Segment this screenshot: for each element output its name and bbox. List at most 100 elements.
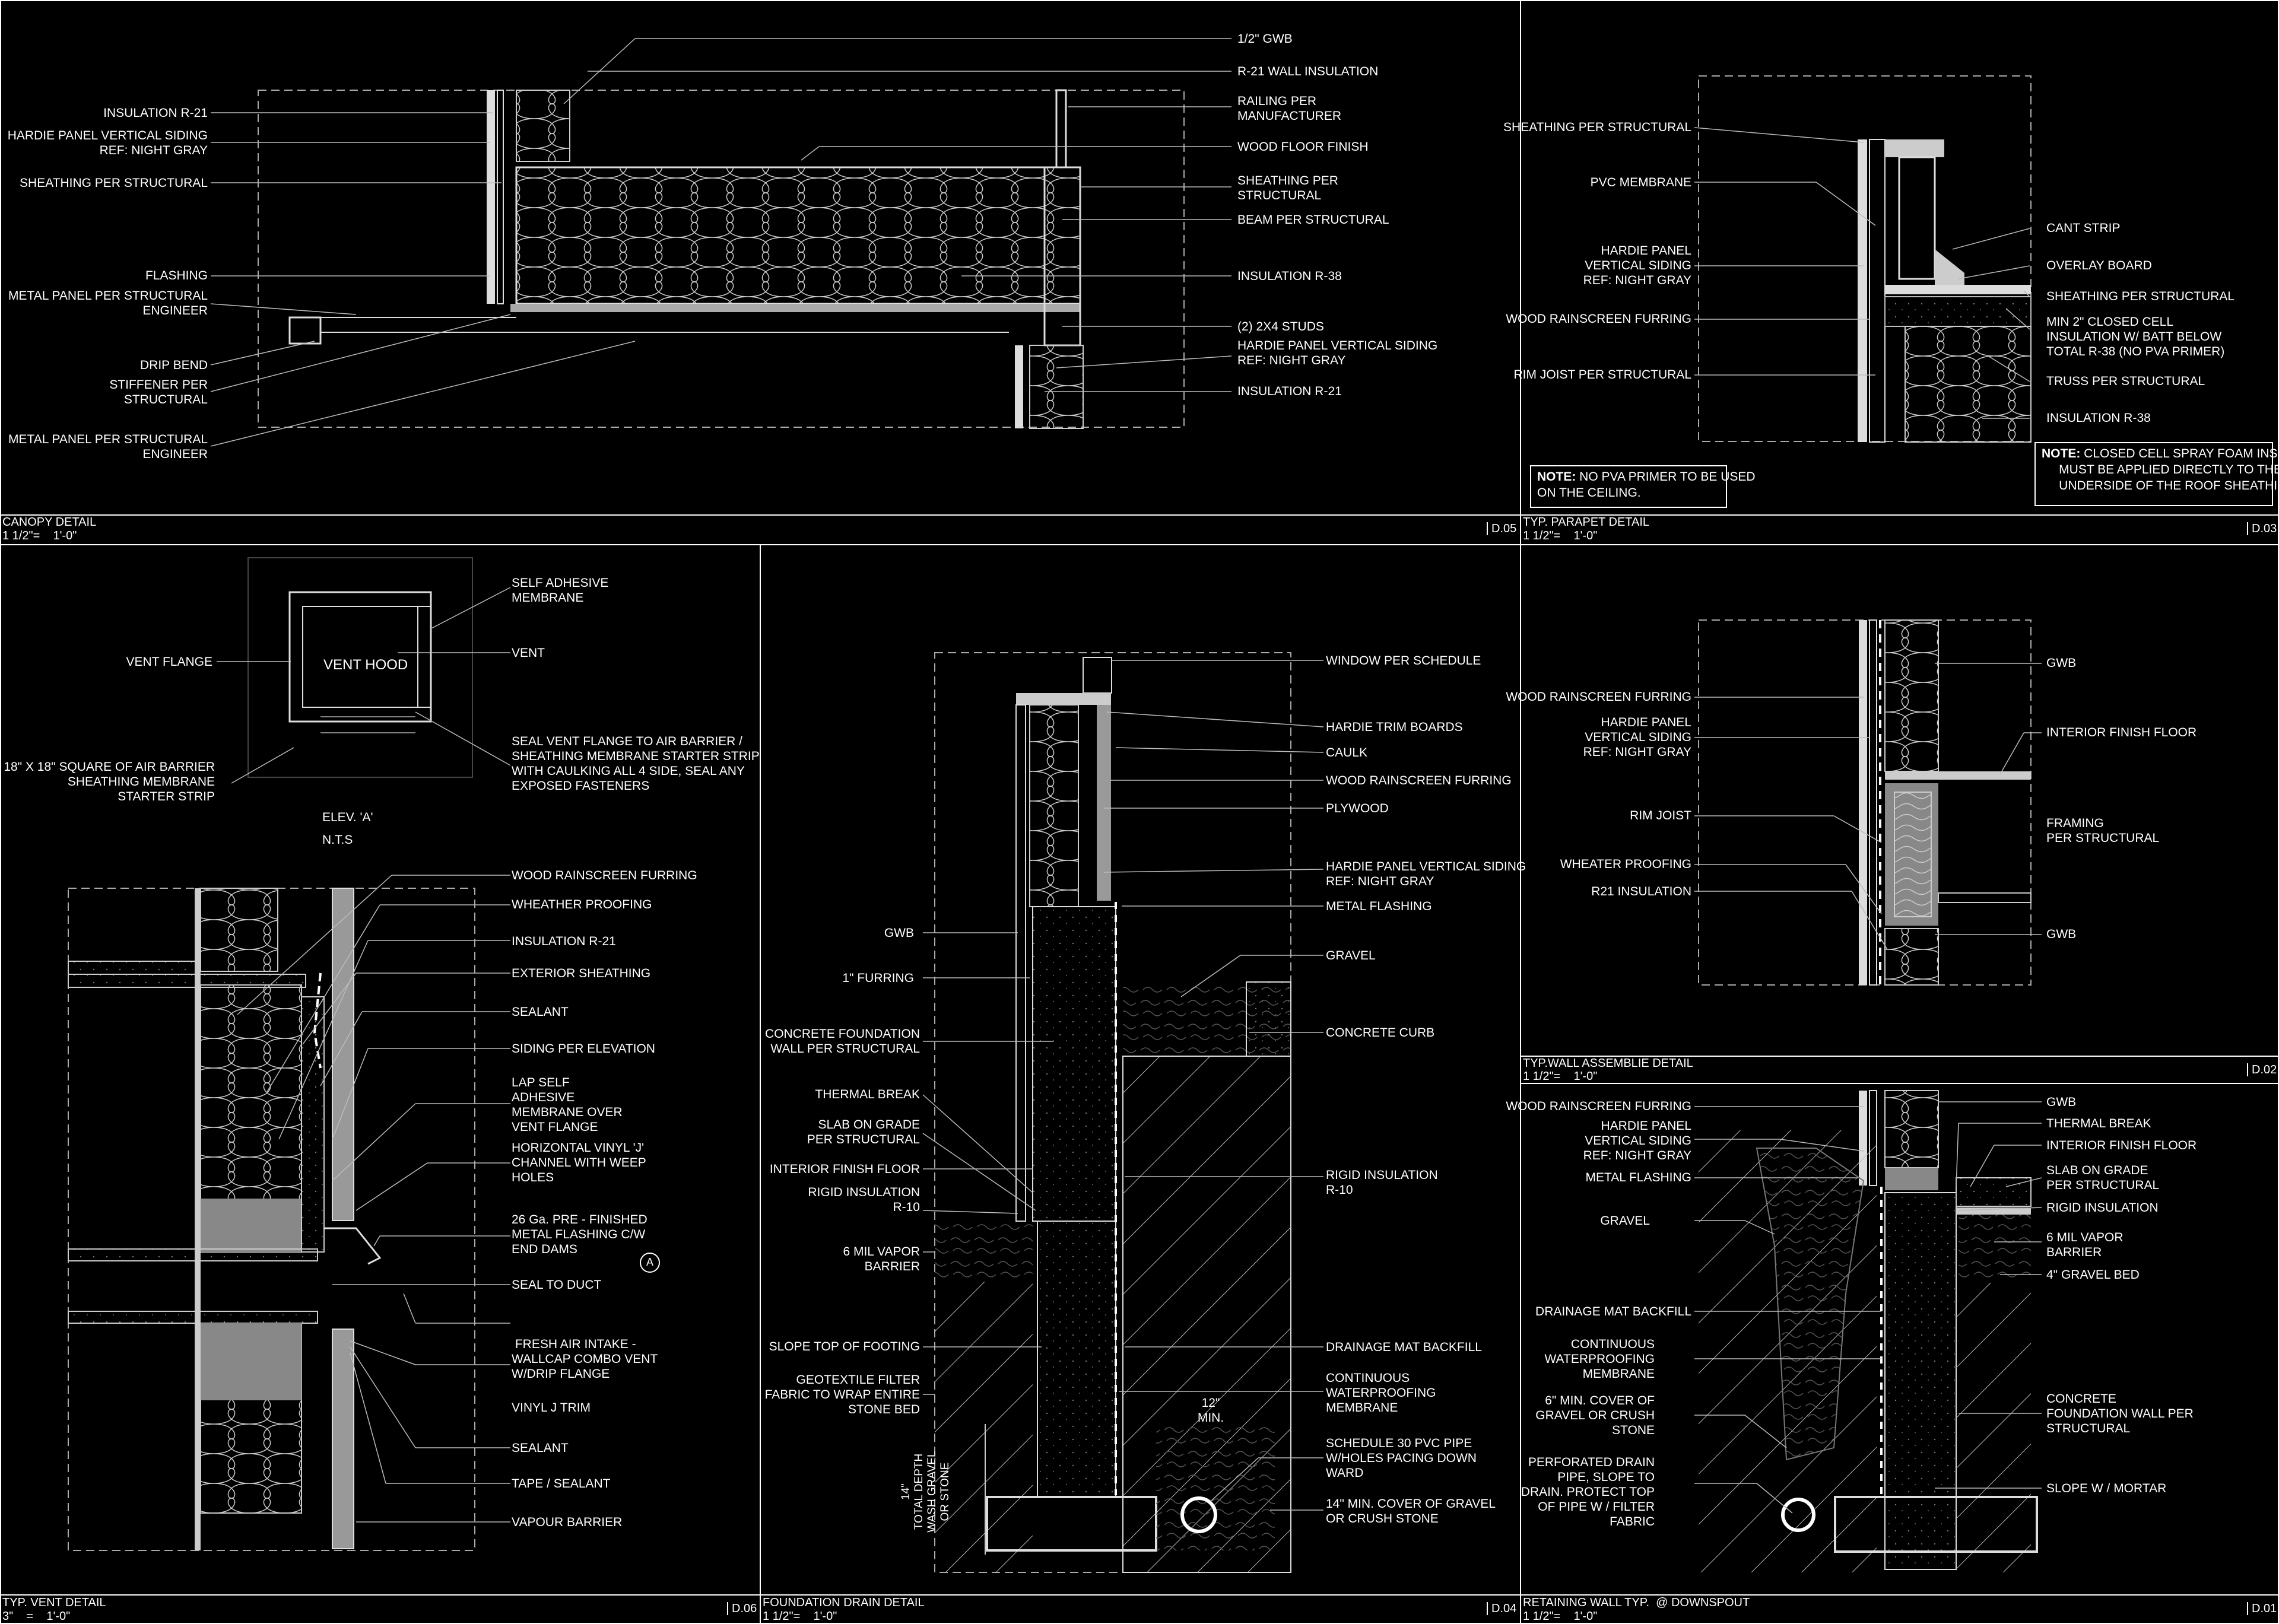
note-text: CLOSED CELL SPRAY FOAM INSULATION MUST B… bbox=[2059, 447, 2279, 492]
foundation-right-label-11: CONTINUOUS WATERPROOFING MEMBRANE bbox=[1326, 1371, 1436, 1415]
retaining-right-label-3: SLAB ON GRADE PER STRUCTURAL bbox=[2046, 1164, 2160, 1192]
vent-right-label-10: HORIZONTAL VINYL 'J' CHANNEL WITH WEEP H… bbox=[512, 1141, 646, 1184]
retaining-drawing bbox=[1699, 1090, 2038, 1572]
foundation-right-label-8: CONCRETE CURB bbox=[1326, 1026, 1435, 1040]
foundation-left-label-3: THERMAL BREAK bbox=[815, 1088, 920, 1101]
parapet-right-label-4: TRUSS PER STRUCTURAL bbox=[2046, 374, 2205, 388]
canopy-title: CANOPY DETAIL bbox=[2, 516, 97, 529]
parapet-right-label-0: CANT STRIP bbox=[2046, 221, 2121, 235]
parapet-detail-number: D.03 bbox=[2247, 522, 2277, 535]
canopy-left-label-7: METAL PANEL PER STRUCTURAL ENGINEER bbox=[8, 433, 208, 461]
foundation-detail-number: D.04 bbox=[1487, 1602, 1516, 1615]
retaining-right-label-7: CONCRETE FOUNDATION WALL PER STRUCTURAL bbox=[2046, 1392, 2194, 1435]
foundation-scale: 1 1/2"= 1'-0" bbox=[763, 1610, 837, 1623]
canopy-right-label-5: BEAM PER STRUCTURAL bbox=[1237, 213, 1389, 227]
note-label: NOTE: bbox=[1537, 470, 1576, 484]
parapet-left-label-4: RIM JOIST PER STRUCTURAL bbox=[1513, 368, 1691, 382]
vent-scale: 3" = 1'-0" bbox=[2, 1610, 71, 1623]
parapet-drawing bbox=[1698, 75, 2032, 443]
vent-right-label-5: INSULATION R-21 bbox=[512, 935, 616, 948]
wall-detail-number: D.02 bbox=[2247, 1063, 2277, 1076]
retaining-left-label-2: METAL FLASHING bbox=[1585, 1171, 1691, 1184]
vent-right-label-3: WOOD RAINSCREEN FURRING bbox=[512, 869, 697, 882]
foundation-right-label-5: HARDIE PANEL VERTICAL SIDING REF: NIGHT … bbox=[1326, 860, 1526, 888]
retaining-right-label-0: GWB bbox=[2046, 1095, 2077, 1109]
min-depth-dimension: 12" MIN. bbox=[1197, 1396, 1224, 1425]
foundation-right-label-4: PLYWOOD bbox=[1326, 802, 1389, 815]
canopy-leaders bbox=[210, 38, 1232, 447]
retaining-right-label-2: INTERIOR FINISH FLOOR bbox=[2046, 1139, 2197, 1152]
canopy-detail-number: D.05 bbox=[1487, 522, 1516, 535]
vent-section bbox=[68, 888, 660, 1551]
vent-right-label-14: VINYL J TRIM bbox=[512, 1401, 591, 1415]
foundation-leaders bbox=[922, 660, 1324, 1511]
parapet-right-label-5: INSULATION R-38 bbox=[2046, 411, 2151, 425]
foundation-left-label-6: RIGID INSULATION R-10 bbox=[808, 1186, 920, 1214]
vent-right-label-7: SEALANT bbox=[512, 1005, 569, 1019]
retaining-left-label-4: DRAINAGE MAT BACKFILL bbox=[1535, 1305, 1691, 1318]
wall-scale: 1 1/2"= 1'-0" bbox=[1523, 1070, 1598, 1083]
retaining-detail-number: D.01 bbox=[2247, 1602, 2277, 1615]
note-label: NOTE: bbox=[2042, 447, 2081, 460]
retaining-left-label-6: 6" MIN. COVER OF GRAVEL OR CRUSH STONE bbox=[1535, 1394, 1655, 1437]
foundation-right-label-1: HARDIE TRIM BOARDS bbox=[1326, 720, 1463, 734]
foundation-right-label-6: METAL FLASHING bbox=[1326, 900, 1432, 913]
wall-left-label-3: WHEATER PROOFING bbox=[1560, 857, 1691, 871]
retaining-right-label-6: 4" GRAVEL BED bbox=[2046, 1268, 2140, 1282]
foundation-right-label-10: DRAINAGE MAT BACKFILL bbox=[1326, 1340, 1482, 1354]
elevation-label: ELEV. 'A' bbox=[322, 811, 373, 824]
foundation-left-label-7: 6 MIL VAPOR BARRIER bbox=[843, 1245, 920, 1273]
wall-title: TYP.WALL ASSEMBLIE DETAIL bbox=[1523, 1057, 1693, 1070]
vent-right-label-17: VAPOUR BARRIER bbox=[512, 1515, 623, 1529]
retaining-right-label-5: 6 MIL VAPOR BARRIER bbox=[2046, 1231, 2124, 1259]
parapet-left-label-0: SHEATHING PER STRUCTURAL bbox=[1503, 120, 1691, 134]
foundation-left-label-4: SLAB ON GRADE PER STRUCTURAL bbox=[807, 1118, 920, 1146]
vent-right-label-8: SIDING PER ELEVATION bbox=[512, 1042, 655, 1056]
canopy-scale: 1 1/2"= 1'-0" bbox=[2, 529, 77, 542]
parapet-note-ceiling: NOTE: NO PVA PRIMER TO BE USED ON THE CE… bbox=[1530, 465, 1756, 508]
canopy-left-label-2: SHEATHING PER STRUCTURAL bbox=[20, 176, 208, 190]
canopy-right-label-3: WOOD FLOOR FINISH bbox=[1237, 140, 1369, 154]
foundation-right-label-2: CAULK bbox=[1326, 746, 1368, 759]
retaining-left-label-5: CONTINUOUS WATERPROOFING MEMBRANE bbox=[1544, 1337, 1655, 1381]
note-text: NO PVA PRIMER TO BE USED ON THE CEILING. bbox=[1537, 470, 1756, 500]
retaining-right-label-4: RIGID INSULATION bbox=[2046, 1201, 2159, 1215]
foundation-left-label-5: INTERIOR FINISH FLOOR bbox=[769, 1162, 920, 1176]
canopy-right-label-1: R-21 WALL INSULATION bbox=[1237, 65, 1379, 78]
foundation-drawing bbox=[934, 652, 1291, 1573]
wall-leaders bbox=[1694, 663, 2042, 950]
canopy-right-label-0: 1/2" GWB bbox=[1237, 32, 1293, 46]
retaining-right-label-8: SLOPE W / MORTAR bbox=[2046, 1482, 2167, 1495]
canopy-left-label-0: INSULATION R-21 bbox=[103, 106, 208, 120]
parapet-left-label-1: PVC MEMBRANE bbox=[1590, 176, 1691, 189]
canopy-drawing bbox=[258, 89, 1185, 429]
foundation-right-label-13: 14" MIN. COVER OF GRAVEL OR CRUSH STONE bbox=[1326, 1497, 1496, 1526]
wall-right-label-0: GWB bbox=[2046, 656, 2077, 670]
wall-drawing bbox=[1698, 619, 2032, 986]
canopy-left-label-1: HARDIE PANEL VERTICAL SIDING REF: NIGHT … bbox=[7, 129, 208, 157]
retaining-leaders bbox=[1694, 1101, 2042, 1514]
vent-hood-label: VENT HOOD bbox=[323, 657, 408, 673]
gravel-depth-dimension: 14" TOTAL DEPTH WASH GRAVEL OR STONE bbox=[900, 1451, 951, 1533]
canopy-right-label-7: (2) 2X4 STUDS bbox=[1237, 320, 1324, 333]
retaining-title: RETAINING WALL TYP. @ DOWNSPOUT bbox=[1523, 1596, 1750, 1609]
wall-right-label-2: FRAMING PER STRUCTURAL bbox=[2046, 816, 2160, 845]
vent-right-label-1: VENT bbox=[512, 646, 545, 660]
parapet-title: TYP. PARAPET DETAIL bbox=[1523, 516, 1650, 529]
retaining-left-label-3: GRAVEL bbox=[1600, 1214, 1650, 1228]
vent-right-label-2: SEAL VENT FLANGE TO AIR BARRIER / SHEATH… bbox=[512, 735, 760, 793]
retaining-right-label-1: THERMAL BREAK bbox=[2046, 1117, 2151, 1130]
vent-left-label-0: VENT FLANGE bbox=[126, 655, 212, 669]
canopy-right-label-2: RAILING PER MANUFACTURER bbox=[1237, 94, 1342, 123]
vent-right-label-0: SELF ADHESIVE MEMBRANE bbox=[512, 576, 609, 605]
vent-left-label-1: 18" X 18" SQUARE OF AIR BARRIER SHEATHIN… bbox=[4, 760, 215, 803]
elevation-marker: A bbox=[646, 1256, 653, 1268]
retaining-scale: 1 1/2"= 1'-0" bbox=[1523, 1610, 1598, 1623]
vent-right-label-9: LAP SELF ADHESIVE MEMBRANE OVER VENT FLA… bbox=[512, 1076, 623, 1134]
wall-left-label-4: R21 INSULATION bbox=[1591, 885, 1691, 898]
vent-right-label-15: SEALANT bbox=[512, 1441, 569, 1455]
wall-left-label-2: RIM JOIST bbox=[1630, 809, 1691, 822]
foundation-right-label-12: SCHEDULE 30 PVC PIPE W/HOLES PACING DOWN… bbox=[1326, 1437, 1477, 1480]
parapet-note-spray-foam: NOTE: CLOSED CELL SPRAY FOAM INSULATION … bbox=[2034, 442, 2279, 506]
foundation-right-label-0: WINDOW PER SCHEDULE bbox=[1326, 654, 1481, 668]
